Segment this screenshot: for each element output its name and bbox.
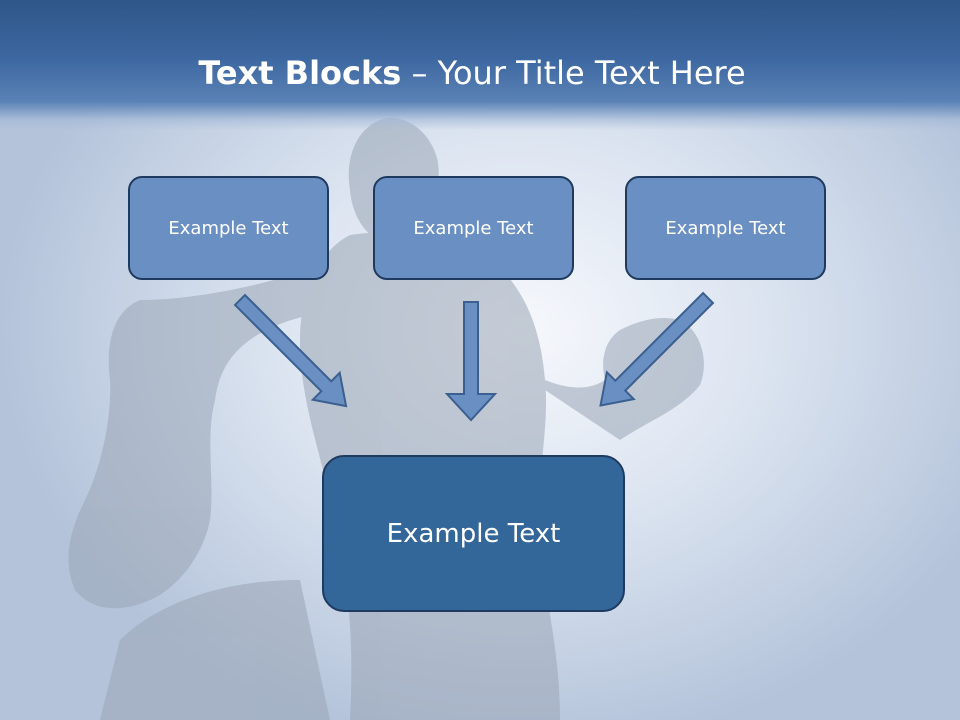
text-block-3[interactable]: Example Text bbox=[625, 176, 826, 280]
text-block-1-label: Example Text bbox=[168, 217, 289, 239]
text-block-3-label: Example Text bbox=[665, 217, 786, 239]
arrow-down-right-icon bbox=[233, 293, 348, 408]
text-block-main-label: Example Text bbox=[386, 518, 561, 549]
text-block-main[interactable]: Example Text bbox=[322, 455, 625, 612]
title-bold-part: Text Blocks bbox=[198, 54, 402, 92]
slide-title: Text Blocks – Your Title Text Here bbox=[0, 54, 944, 92]
arrow-down-left-icon bbox=[599, 291, 715, 407]
title-dash: – bbox=[401, 54, 438, 92]
header-band bbox=[0, 0, 960, 130]
title-rest: Your Title Text Here bbox=[437, 54, 746, 92]
arrow-down-icon bbox=[444, 301, 498, 422]
text-block-2-label: Example Text bbox=[413, 217, 534, 239]
text-block-2[interactable]: Example Text bbox=[373, 176, 574, 280]
text-block-1[interactable]: Example Text bbox=[128, 176, 329, 280]
